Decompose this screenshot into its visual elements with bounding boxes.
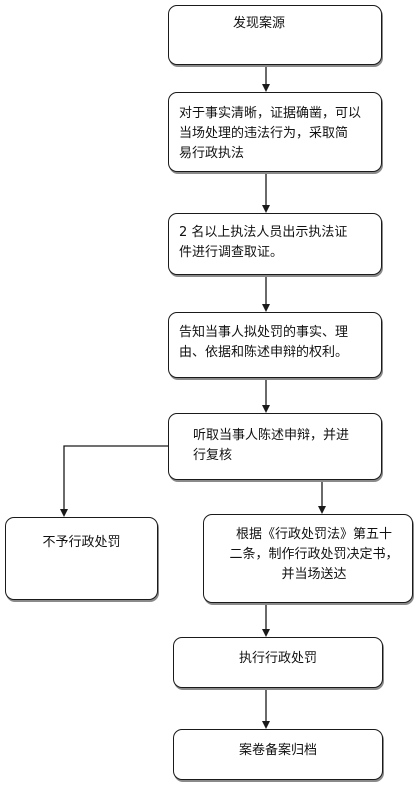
step-penalty-decision: 根据《行政处罚法》第五十 二条，制作行政处罚决定书， 并当场送达 <box>203 514 413 603</box>
step-penalty-decision-text: 根据《行政处罚法》第五十 二条，制作行政处罚决定书， 并当场送达 <box>229 527 399 582</box>
step-discover-case-text: 发现案源 <box>233 16 286 31</box>
arrow-hear-to-no-penalty <box>60 445 168 517</box>
step-discover-case: 发现案源 <box>168 5 382 65</box>
step-execute-penalty: 执行行政处罚 <box>173 637 383 688</box>
step-hear-statement: 听取当事人陈述申辩，并进 行复核 <box>168 413 382 480</box>
step-simple-procedure-text: 对于事实清晰，证据确凿，可以 当场处理的违法行为，采取简 易行政执法 <box>179 106 362 161</box>
step-archive-case: 案卷备案归档 <box>173 729 383 780</box>
step-investigate: 2 名以上执法人员出示执法证 件进行调查取证。 <box>168 213 382 275</box>
step-notify-rights-text: 告知当事人拟处罚的事实、理 由、依据和陈述申辩的权利。 <box>179 325 349 360</box>
step-simple-procedure: 对于事实清晰，证据确凿，可以 当场处理的违法行为，采取简 易行政执法 <box>168 92 382 172</box>
step-investigate-text: 2 名以上执法人员出示执法证 件进行调查取证。 <box>179 225 348 260</box>
step-archive-case-text: 案卷备案归档 <box>238 743 317 758</box>
step-execute-penalty-text: 执行行政处罚 <box>238 651 317 666</box>
step-notify-rights: 告知当事人拟处罚的事实、理 由、依据和陈述申辩的权利。 <box>168 312 382 378</box>
step-no-penalty: 不予行政处罚 <box>5 517 158 600</box>
step-no-penalty-text: 不予行政处罚 <box>42 535 121 550</box>
step-hear-statement-text: 听取当事人陈述申辩，并进 行复核 <box>193 428 350 463</box>
